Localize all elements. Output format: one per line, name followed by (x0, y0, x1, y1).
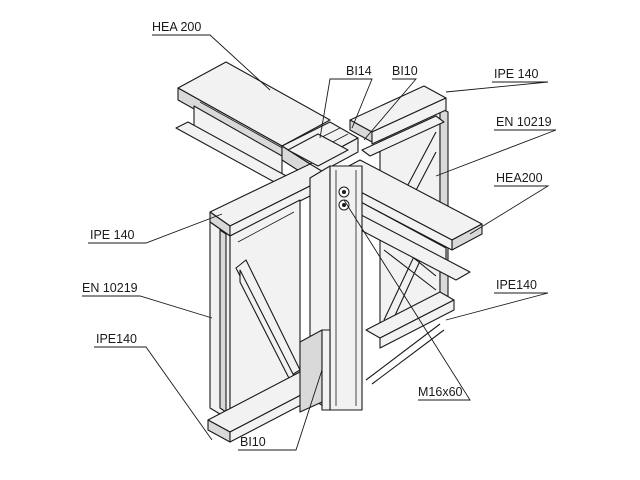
label-en-10219-left: EN 10219 (82, 281, 138, 295)
label-hea-200-top: HEA 200 (152, 20, 201, 34)
label-bi14: BI14 (346, 64, 372, 78)
label-ipe140-left-lower: IPE140 (96, 332, 137, 346)
label-hea200-right: HEA200 (496, 171, 543, 185)
label-m16x60: M16x60 (418, 385, 463, 399)
label-ipe-140-left: IPE 140 (90, 228, 135, 242)
label-en-10219-right: EN 10219 (496, 115, 552, 129)
bottom-beams-ipe140 (207, 291, 455, 443)
front-beam-ipe140-left (209, 163, 331, 237)
top-beam-hea200-back (175, 61, 331, 185)
leader-lines (82, 34, 557, 451)
label-ipe-140-top-right: IPE 140 (494, 67, 539, 81)
labels: HEA 200 BI14 BI10 IPE 140 EN 10219 HEA20… (82, 20, 552, 449)
front-frame-left (209, 199, 301, 421)
top-beam-ipe140-back (349, 85, 447, 157)
bolts-m16x60 (338, 186, 350, 211)
central-column (299, 165, 363, 413)
column-cap-plates (281, 121, 359, 179)
label-ipe140-right-lower: IPE140 (496, 278, 537, 292)
label-bi10-bottom: BI10 (240, 435, 266, 449)
label-bi10-top: BI10 (392, 64, 418, 78)
